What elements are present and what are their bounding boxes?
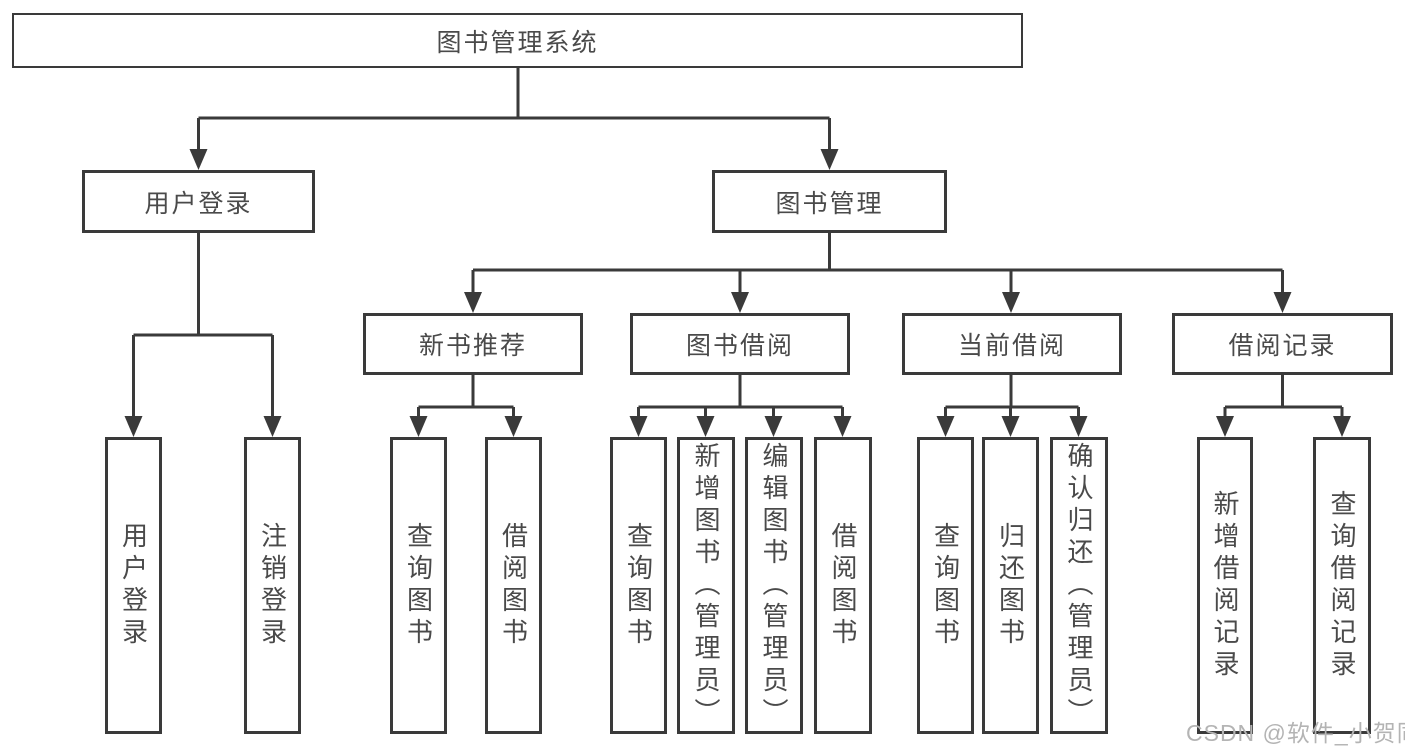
leaf-logout: 注销登录 xyxy=(244,437,301,734)
leaf-label: 查询借阅记录 xyxy=(1327,489,1357,682)
leaf-label: 注销登录 xyxy=(257,521,288,650)
leaf-label: 借阅图书 xyxy=(498,521,529,650)
leaf-label: 查询图书 xyxy=(403,521,434,650)
arrowheads xyxy=(124,149,1351,437)
leaf-edit-book-admin: 编辑图书（管理员） xyxy=(745,437,803,734)
leaf-query-books-2: 查询图书 xyxy=(610,437,667,734)
leaf-label: 新增借阅记录 xyxy=(1210,489,1240,682)
leaf-label: 查询图书 xyxy=(623,521,654,650)
csdn-watermark: CSDN @软件_小贺同学 xyxy=(1186,720,1405,746)
leaf-borrow-books-2: 借阅图书 xyxy=(814,437,872,734)
node-label: 借阅记录 xyxy=(1228,332,1337,360)
leaf-borrow-books-1: 借阅图书 xyxy=(485,437,542,734)
node-current-borrow: 当前借阅 xyxy=(902,313,1122,375)
node-user-login-branch: 用户登录 xyxy=(82,170,315,233)
node-label: 图书管理 xyxy=(775,189,884,218)
leaf-query-books-1: 查询图书 xyxy=(390,437,447,734)
leaf-label: 借阅图书 xyxy=(828,521,858,650)
leaf-confirm-return-admin: 确认归还（管理员） xyxy=(1050,437,1108,734)
node-book-borrow: 图书借阅 xyxy=(630,313,850,375)
leaf-label: 归还图书 xyxy=(995,521,1026,650)
node-new-book-recommend: 新书推荐 xyxy=(363,313,583,375)
leaf-label: 新增图书（管理员） xyxy=(691,441,721,730)
leaf-add-book-admin: 新增图书（管理员） xyxy=(677,437,735,734)
node-label: 当前借阅 xyxy=(957,332,1066,360)
leaf-label: 确认归还（管理员） xyxy=(1064,441,1094,730)
leaf-label: 用户登录 xyxy=(118,521,149,650)
leaf-add-borrow-record: 新增借阅记录 xyxy=(1197,437,1253,734)
node-book-management-branch: 图书管理 xyxy=(712,170,947,233)
node-root-label: 图书管理系统 xyxy=(436,28,599,57)
leaf-query-books-3: 查询图书 xyxy=(917,437,974,734)
node-root: 图书管理系统 xyxy=(12,13,1023,68)
leaf-label: 编辑图书（管理员） xyxy=(759,441,789,730)
node-label: 用户登录 xyxy=(144,189,253,218)
leaf-query-borrow-record: 查询借阅记录 xyxy=(1313,437,1371,734)
node-label: 新书推荐 xyxy=(418,332,527,360)
leaf-user-login: 用户登录 xyxy=(105,437,162,734)
node-label: 图书借阅 xyxy=(685,332,794,360)
node-borrow-records: 借阅记录 xyxy=(1172,313,1393,375)
leaf-label: 查询图书 xyxy=(930,521,961,650)
leaf-return-books: 归还图书 xyxy=(982,437,1039,734)
